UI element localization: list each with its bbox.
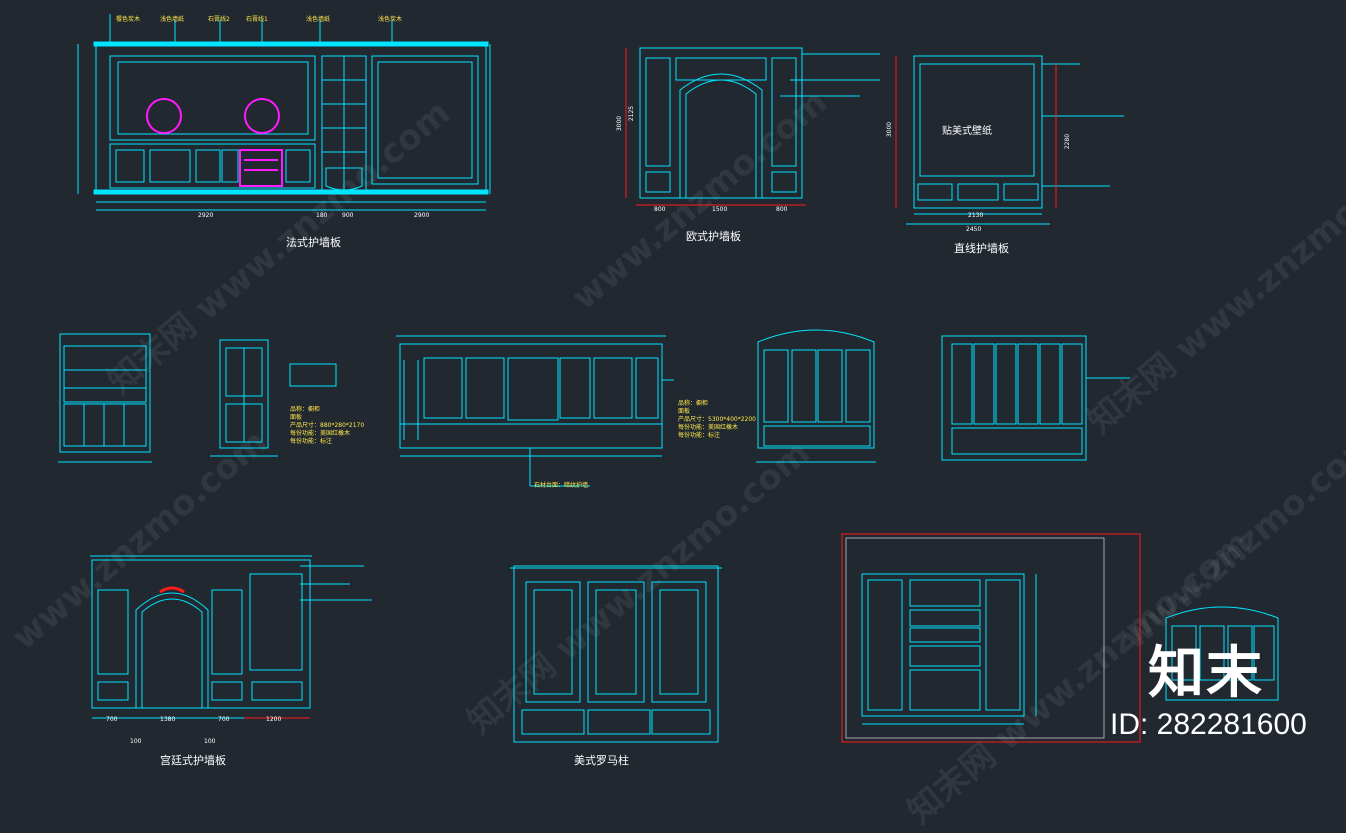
palace-red-marks bbox=[159, 586, 310, 719]
roman-column-elevation bbox=[510, 565, 722, 743]
glass-cabinet bbox=[941, 335, 1130, 461]
title-american: 美式罗马柱 bbox=[574, 754, 629, 767]
wallpaper-label: 贴美式壁纸 bbox=[942, 126, 992, 137]
title-palace: 宫廷式护墙板 bbox=[160, 754, 226, 767]
dim: 180 bbox=[316, 212, 328, 219]
selection-frame bbox=[841, 533, 1141, 743]
european-red-dims bbox=[625, 48, 806, 206]
note: 浅色墙纸 bbox=[160, 16, 185, 23]
arched-cabinet bbox=[756, 329, 876, 463]
spec-line: 面板 bbox=[678, 408, 691, 415]
dim: 800 bbox=[654, 206, 666, 213]
spec-line: 品称：橱柜 bbox=[678, 400, 709, 407]
dim: 100 bbox=[204, 738, 216, 745]
note: 樱色炭木 bbox=[116, 16, 141, 23]
spec-line: 每份功能：标注 bbox=[290, 438, 333, 445]
french-magenta-accents bbox=[146, 98, 283, 187]
cad-drawing bbox=[58, 14, 1279, 743]
spec-line: 面板 bbox=[290, 414, 303, 421]
title-frame bbox=[845, 537, 1105, 739]
note: 石膏线2 bbox=[208, 16, 230, 23]
note: 石膏线1 bbox=[246, 16, 268, 23]
straight-red-dims bbox=[895, 56, 1057, 208]
dim: 2280 bbox=[1064, 133, 1072, 150]
dim: 3000 bbox=[616, 115, 624, 132]
spec-line: 产品尺寸：5300*400*2200 bbox=[678, 416, 756, 423]
dim: 1380 bbox=[160, 716, 176, 723]
dim: 3000 bbox=[886, 121, 894, 138]
european-wall-elevation bbox=[625, 47, 880, 206]
straight-wall-elevation bbox=[906, 55, 1124, 225]
dim: 700 bbox=[106, 716, 118, 723]
spec-line: 每份功能：标注 bbox=[678, 432, 721, 439]
image-id: ID: 282281600 bbox=[1110, 708, 1307, 741]
dim: 700 bbox=[218, 716, 230, 723]
wardrobe-door bbox=[210, 339, 337, 457]
brand-logo: 知末 bbox=[1148, 641, 1264, 706]
dim: 2920 bbox=[198, 212, 214, 219]
bar-cabinet bbox=[396, 335, 674, 487]
bar-note: 石材台面：暗纹护墙 bbox=[534, 482, 589, 489]
spec-line: 每份功能：美国红橡木 bbox=[290, 430, 351, 437]
dim: 2125 bbox=[628, 105, 636, 122]
note: 浅色墙纸 bbox=[306, 16, 331, 23]
spec-line: 品称：橱柜 bbox=[290, 406, 321, 413]
french-wall-elevation bbox=[77, 14, 491, 211]
note: 浅色炭木 bbox=[378, 16, 403, 23]
dim: 1500 bbox=[712, 206, 728, 213]
title-european: 欧式护墙板 bbox=[686, 230, 741, 243]
dim: 2900 bbox=[414, 212, 430, 219]
title-straight: 直线护墙板 bbox=[954, 242, 1009, 255]
palace-wall-elevation bbox=[90, 555, 372, 719]
dim: 900 bbox=[342, 212, 354, 219]
spec-line: 产品尺寸：880*280*2170 bbox=[290, 422, 365, 429]
dim: 2130 bbox=[968, 212, 984, 219]
spec-line: 每份功能：美国红橡木 bbox=[678, 424, 739, 431]
small-hutch bbox=[1165, 606, 1279, 701]
bookcase-elevation bbox=[861, 573, 1037, 725]
title-french: 法式护墙板 bbox=[286, 236, 341, 249]
dim: 100 bbox=[130, 738, 142, 745]
dim: 1200 bbox=[266, 716, 282, 723]
display-cabinet-1 bbox=[58, 333, 152, 463]
dim: 2450 bbox=[966, 226, 982, 233]
dim: 800 bbox=[776, 206, 788, 213]
